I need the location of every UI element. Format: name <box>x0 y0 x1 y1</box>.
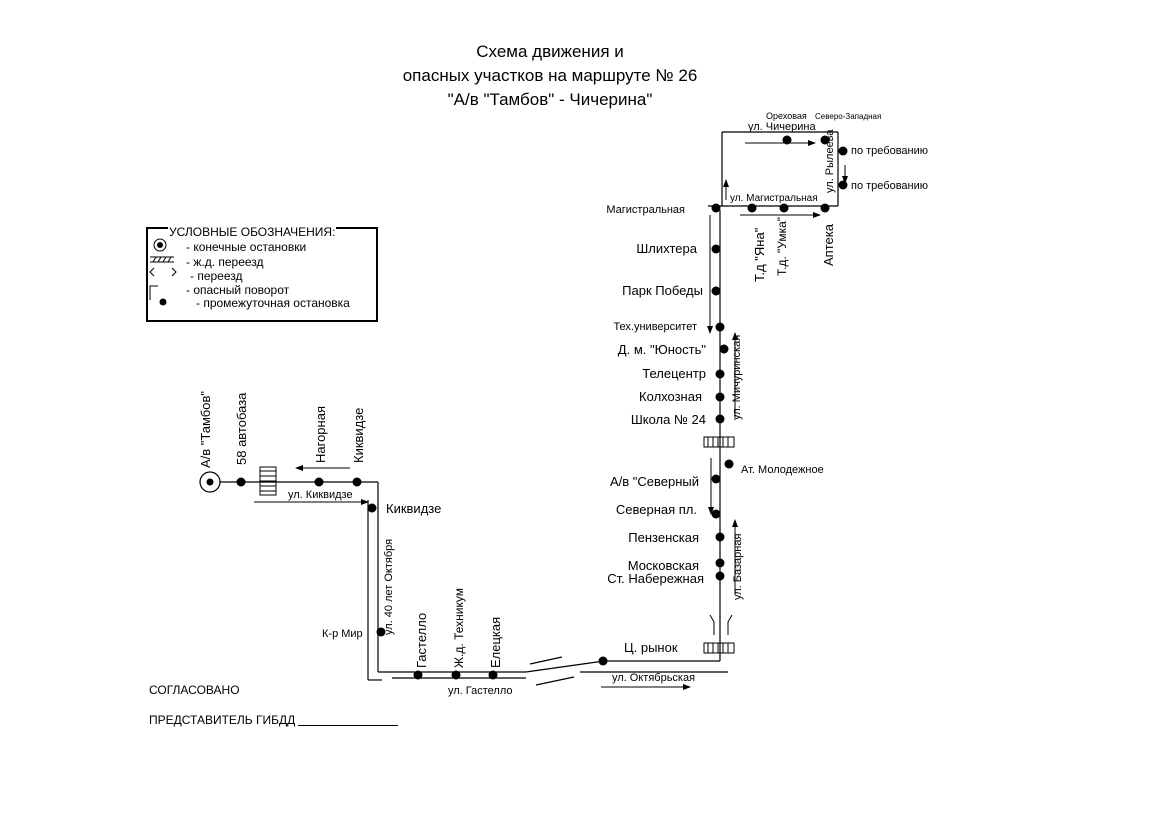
diagram-title-line2: опасных участков на маршруте № 26 <box>402 66 698 85</box>
stop-naberezhnaya: Ст. Набережная <box>607 571 704 586</box>
terminal-stop-av-tambov <box>199 471 221 493</box>
street-chicherina: ул. Чичерина <box>748 121 816 133</box>
stop-molodezhnoe: Ат. Молодежное <box>741 464 824 476</box>
street-ryleeva: ул. Рылеева <box>824 129 836 193</box>
direction-arrows <box>254 140 848 690</box>
intermediate-stops <box>236 135 848 680</box>
stop-gastello: Гастелло <box>414 613 429 668</box>
stop-tehnikum: Ж.д. Техникум <box>452 588 466 668</box>
stop-po-trebovaniyu-1: по требованию <box>851 145 928 157</box>
diagram-title-line1: Схема движения и <box>476 42 624 61</box>
street-40-let-oktyabrya: ул. 40 лет Октября <box>383 539 395 635</box>
stop-yunost: Д. м. "Юность" <box>618 342 707 357</box>
stop-kr-mir: К-р Мир <box>322 628 363 640</box>
stop-kolhoznaya: Колхозная <box>639 389 702 404</box>
stop-shlihtera: Шлихтера <box>636 241 697 256</box>
stop-eletskaya: Елецкая <box>488 617 503 668</box>
stop-kikvidze-vertical: Киквидзе <box>351 408 366 463</box>
stop-po-trebovaniyu-2: по требованию <box>851 180 928 192</box>
street-michurinskaya: ул. Мичуринская <box>731 335 743 420</box>
street-oktyabrskaya: ул. Октябрьская <box>612 672 695 684</box>
legend-header: УСЛОВНЫЕ ОБОЗНАЧЕНИЯ: <box>168 225 337 239</box>
stop-shkola-24: Школа № 24 <box>631 412 706 427</box>
stop-severnaya-pl: Северная пл. <box>616 502 697 517</box>
stop-kikvidze: Киквидзе <box>386 501 441 516</box>
stop-av-severny: А/в "Северный <box>610 474 699 489</box>
street-bazarnaya: ул. Базарная <box>732 534 744 600</box>
stop-magistralnaya: Магистральная <box>606 204 685 216</box>
route-path <box>210 131 839 686</box>
stop-58-avtobaza: 58 автобаза <box>234 392 249 465</box>
stop-av-tambov: А/в "Тамбов" <box>198 391 213 468</box>
stop-ts-rynok: Ц. рынок <box>624 640 678 655</box>
stop-td-yana: Т.д "Яна" <box>752 227 767 282</box>
stop-park-pobedy: Парк Победы <box>622 283 703 298</box>
legend-item-intermediate-stop: - промежуточная остановка <box>196 296 350 310</box>
stop-severo-zapadnaya: Северо-Западная <box>815 112 881 121</box>
street-labels: ул. Киквидзе ул. 40 лет Октября ул. Гаст… <box>288 121 836 697</box>
stop-telecentr: Телецентр <box>642 366 706 381</box>
stop-moskovskaya: Московская <box>628 558 699 573</box>
stop-labels: А/в "Тамбов" 58 автобаза Нагорная Киквид… <box>198 111 928 668</box>
street-kikvidze: ул. Киквидзе <box>288 489 353 501</box>
diagram-title-line3: "А/в "Тамбов" - Чичерина" <box>447 90 653 109</box>
street-gastello: ул. Гастелло <box>448 685 513 697</box>
legend-item-terminal: - конечные остановки <box>186 240 307 254</box>
legend-item-railway: - ж.д. переезд <box>186 255 264 269</box>
stop-nagornaya: Нагорная <box>313 406 328 463</box>
legend-symbols <box>149 238 177 306</box>
railway-crossings <box>259 436 735 654</box>
legend-item-dangerous-turn: - опасный поворот <box>186 283 290 297</box>
street-magistralnaya: ул. Магистральная <box>730 193 818 204</box>
stop-td-umka: Т.д. "Умка" <box>775 217 789 276</box>
gibdd-representative-label: ПРЕДСТАВИТЕЛЬ ГИБДД <box>149 713 296 727</box>
legend-item-crossing: - переезд <box>190 269 243 283</box>
stop-teh-univ: Тех.университет <box>613 321 697 333</box>
signature-line <box>298 725 398 726</box>
stop-orehovaya: Ореховая <box>766 111 807 121</box>
stop-penzenskaya: Пензенская <box>628 530 699 545</box>
stop-apteka: Аптека <box>821 223 836 266</box>
agreed-label: СОГЛАСОВАНО <box>149 683 240 697</box>
